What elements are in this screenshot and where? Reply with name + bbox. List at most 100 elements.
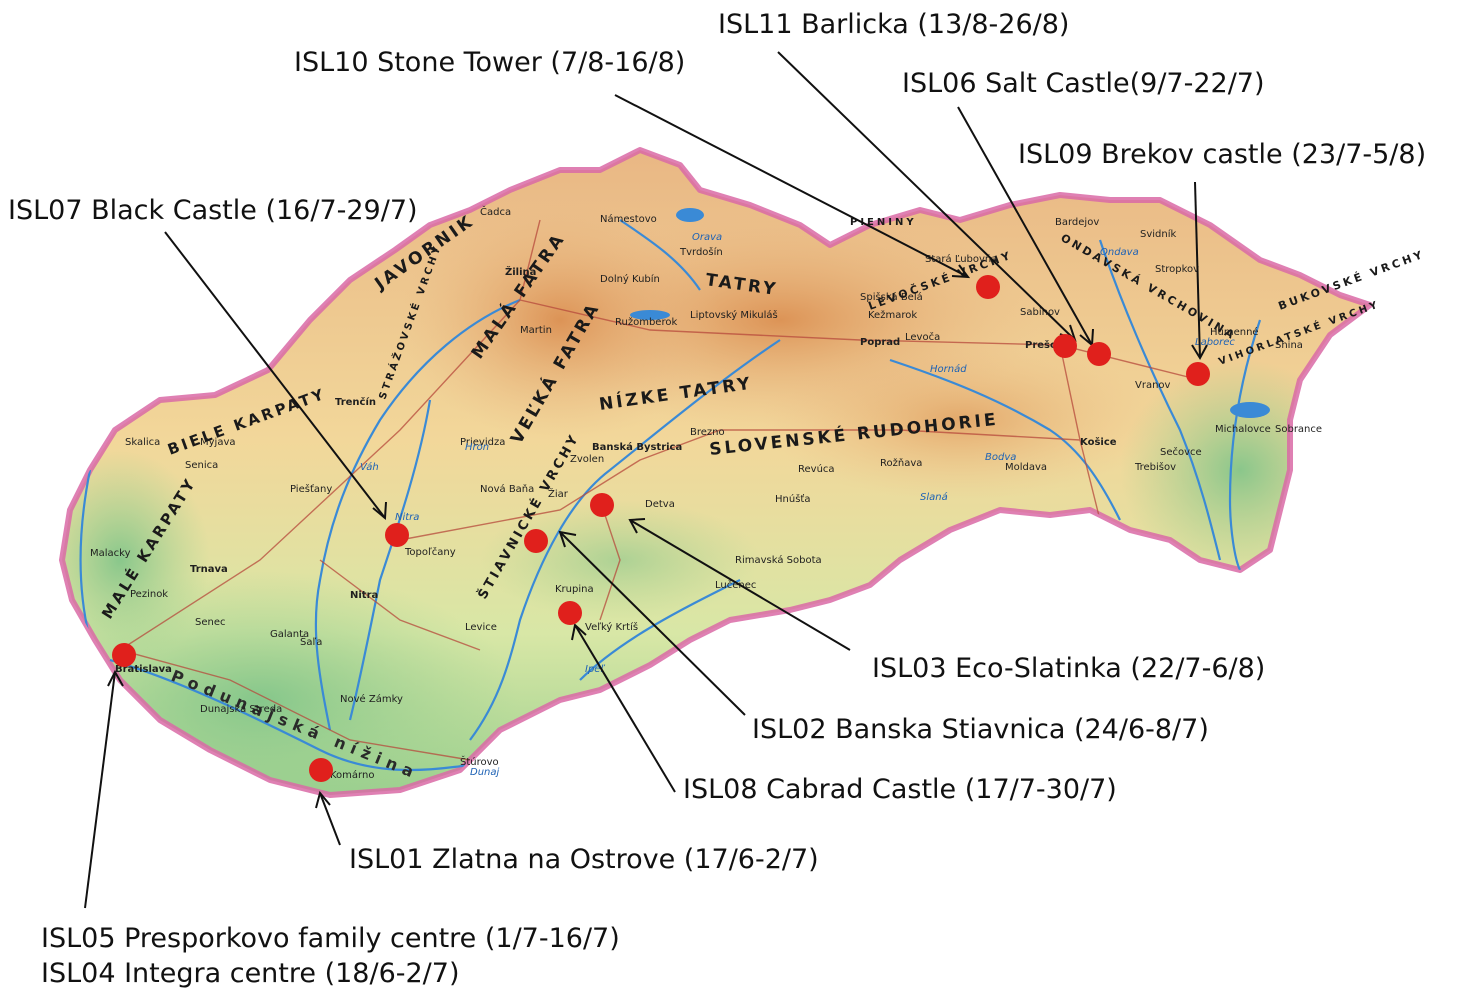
town-labels: Žilina Trenčín Nitra Trnava Bratislava B… [90, 205, 1322, 781]
town-label: Levice [465, 622, 497, 633]
town-label: Humenné [1210, 326, 1259, 338]
location-markers [112, 275, 1210, 782]
town-label: Ružomberok [615, 316, 677, 328]
town-label: Trebišov [1134, 461, 1176, 473]
country-border [59, 147, 1373, 798]
callout-isl01: ISL01 Zlatna na Ostrove (17/6-2/7) [349, 844, 819, 875]
water-label: Hornád [930, 363, 967, 375]
town-label: Sabinov [1020, 307, 1060, 318]
lake-orava [676, 208, 704, 222]
water-label: Dunaj [470, 767, 500, 778]
town-label: Moldava [1005, 462, 1047, 473]
pointer-line-isl02 [559, 531, 746, 716]
town-label: Revúca [798, 463, 835, 475]
town-label: Kežmarok [868, 309, 917, 321]
town-label: Dunajská Streda [200, 703, 282, 715]
town-label: Senica [185, 460, 218, 471]
town-label: Komárno [330, 769, 374, 781]
town-label: Bratislava [115, 664, 172, 675]
rivers [79, 219, 1262, 772]
pointer-line-isl10 [614, 94, 969, 278]
arrowhead-isl09 [1191, 344, 1208, 361]
town-label: Krupina [555, 584, 594, 595]
town-label: Štúrovo [460, 755, 499, 768]
river-vah [314, 298, 521, 731]
town-label: Malacky [90, 548, 131, 559]
callout-isl06: ISL06 Salt Castle(9/7-22/7) [902, 68, 1265, 99]
pointer-line-isl08 [574, 624, 676, 793]
callout-isl03: ISL03 Eco-Slatinka (22/7-6/8) [872, 653, 1266, 684]
arrowhead-isl05 [107, 669, 124, 687]
town-label: Skalica [125, 437, 160, 448]
water-label: Ondava [1100, 247, 1139, 258]
pointer-line-isl01 [319, 792, 341, 846]
town-label: Sečovce [1160, 446, 1202, 458]
pointer-line-isl11 [777, 51, 1076, 341]
marker-isl07 [385, 523, 409, 547]
town-label: Myjava [200, 437, 236, 448]
callout-lines [84, 51, 1201, 909]
callout-isl02: ISL02 Banska Stiavnica (24/6-8/7) [752, 714, 1209, 745]
range-label: PIENINY [850, 217, 917, 228]
river-orava [619, 219, 701, 291]
water-label: Váh [360, 461, 379, 473]
pointer-line-isl06 [957, 106, 1093, 346]
marker-isl09 [1186, 362, 1210, 386]
marker-isl11 [1053, 334, 1077, 358]
town-label: Stará Ľubovňa [925, 253, 997, 265]
town-label: Trnava [190, 564, 228, 575]
town-label: Trenčín [335, 396, 376, 408]
town-label: Stropkov [1155, 264, 1199, 275]
town-label: Martin [520, 325, 552, 336]
town-label: Vranov [1135, 380, 1171, 391]
callout-isl08: ISL08 Cabrad Castle (17/7-30/7) [683, 774, 1117, 805]
water-label: Nitra [395, 512, 419, 523]
callout-arrowheads [107, 264, 1208, 809]
river-ondava [1098, 239, 1222, 561]
town-label: Rimavská Sobota [735, 554, 822, 566]
water-label: Slaná [920, 491, 948, 503]
town-label: Nová Baňa [480, 483, 534, 495]
pointer-line-isl07 [164, 231, 386, 519]
river-hron [469, 339, 781, 741]
town-label: Detva [645, 499, 675, 510]
marker-isl03 [590, 493, 614, 517]
water-label: Laborec [1195, 337, 1235, 348]
town-label: Pezinok [130, 589, 168, 600]
marker-isl10 [976, 275, 1000, 299]
lake-liptovska-mara [630, 310, 670, 320]
town-label: Zvolen [570, 454, 604, 465]
town-label: Lučenec [715, 579, 756, 591]
arrowhead-isl10 [951, 264, 971, 279]
town-label: Nové Zámky [340, 693, 403, 705]
pointer-line-isl05 [84, 671, 116, 909]
town-label: Michalovce [1215, 424, 1271, 435]
town-label: Banská Bystrica [592, 441, 682, 453]
arrowhead-isl02 [558, 530, 577, 548]
town-label: Poprad [860, 337, 900, 348]
town-label: Nitra [350, 590, 378, 601]
water-label: Bodva [985, 452, 1016, 463]
town-label: Piešťany [290, 483, 332, 495]
marker-isl08 [558, 601, 582, 625]
town-label: Galanta [270, 629, 309, 640]
marker-isl06 [1087, 342, 1111, 366]
callout-isl10: ISL10 Stone Tower (7/8-16/8) [294, 47, 686, 78]
river-laborec [1228, 319, 1262, 571]
town-label: Tvrdošín [679, 246, 723, 258]
water-label: Orava [692, 232, 722, 243]
lake-zemplinska-sirava [1230, 402, 1270, 418]
callout-isl04: ISL04 Integra centre (18/6-2/7) [41, 958, 460, 989]
water-labels: Dunaj Váh Hron Ondava Laborec Orava Horn… [360, 232, 1235, 778]
town-label: Topoľčany [404, 546, 456, 558]
town-label: Žilina [505, 265, 536, 278]
river-dunaj [109, 658, 501, 772]
town-label: Hnúšťa [775, 493, 810, 505]
callout-isl11: ISL11 Barlicka (13/8-26/8) [718, 9, 1070, 40]
town-label: Rožňava [880, 457, 922, 469]
town-label: Brezno [690, 427, 725, 438]
town-label: Liptovský Mikuláš [690, 309, 778, 321]
town-label: Prievidza [460, 437, 505, 448]
marker-isl02 [524, 529, 548, 553]
